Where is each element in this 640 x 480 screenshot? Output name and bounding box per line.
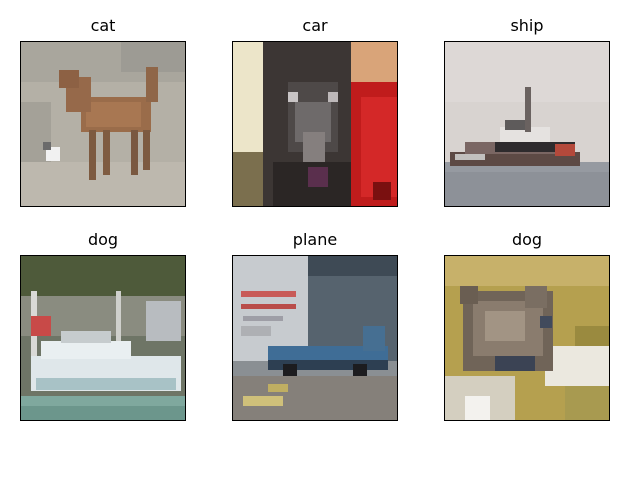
image-frame bbox=[232, 255, 398, 421]
image-frame bbox=[444, 255, 610, 421]
image-frame bbox=[20, 41, 186, 207]
panel-title: ship bbox=[510, 16, 544, 35]
panel-title: plane bbox=[292, 230, 338, 249]
image-frame bbox=[232, 41, 398, 207]
panel-title: dog bbox=[511, 230, 543, 249]
image-frame bbox=[20, 255, 186, 421]
boat-image bbox=[21, 256, 185, 420]
image-frame bbox=[444, 41, 610, 207]
deer-image bbox=[21, 42, 185, 206]
panel-title: cat bbox=[90, 16, 116, 35]
truck-image bbox=[233, 256, 397, 420]
cat-image bbox=[445, 256, 609, 420]
panel-title: dog bbox=[87, 230, 119, 249]
dog-image bbox=[233, 42, 397, 206]
panel-title: car bbox=[302, 16, 328, 35]
ship-image bbox=[445, 42, 609, 206]
